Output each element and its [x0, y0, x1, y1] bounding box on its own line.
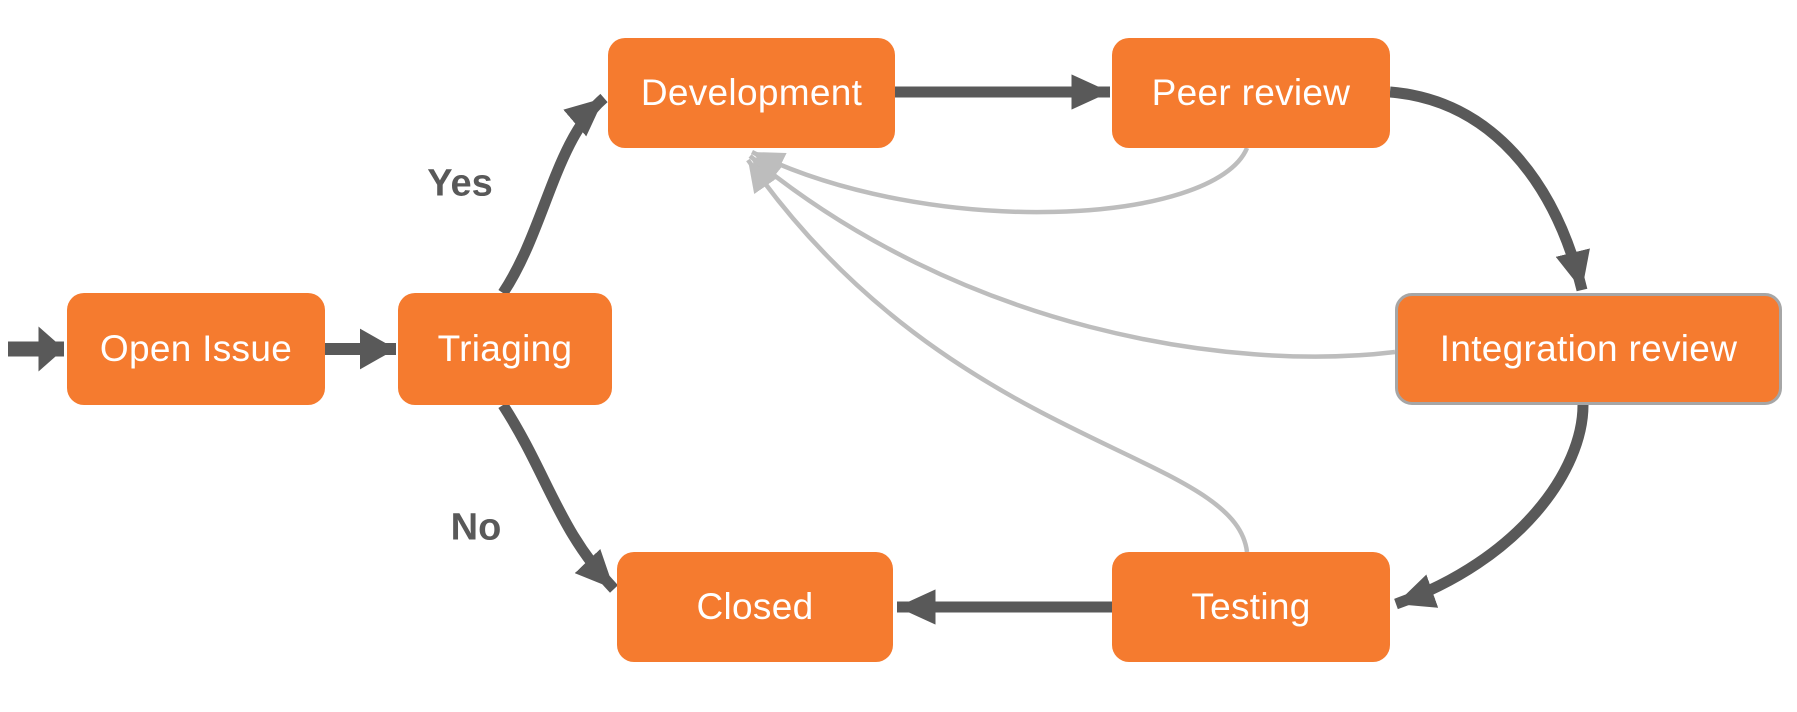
node-triaging: Triaging — [398, 293, 612, 405]
edge-label-yes: Yes — [427, 162, 493, 205]
node-closed: Closed — [617, 552, 893, 662]
node-label: Testing — [1191, 586, 1311, 627]
edge-peer-review-to-development — [751, 147, 1250, 215]
edge-testing-to-development — [746, 158, 1250, 553]
node-development: Development — [608, 38, 895, 148]
node-label: Development — [640, 72, 863, 113]
node-integration-review: Integration review — [1395, 293, 1782, 405]
edge-integration-review-to-testing — [1394, 404, 1589, 610]
edge-label-no: No — [450, 506, 502, 549]
node-label: Integration review — [1439, 328, 1738, 369]
edge-integration-review-to-development — [748, 154, 1396, 359]
edge-triaging-to-closed-no — [498, 402, 618, 593]
node-label: Peer review — [1151, 72, 1351, 113]
node-label: Closed — [696, 586, 814, 627]
edge-triaging-to-development-yes — [498, 93, 608, 297]
node-open-issue: Open Issue — [67, 293, 325, 405]
node-testing: Testing — [1112, 552, 1390, 662]
node-label: Open Issue — [99, 328, 293, 369]
edge-peer-review-to-integration-review — [1389, 86, 1590, 292]
node-peer-review: Peer review — [1112, 38, 1390, 148]
node-label: Triaging — [437, 328, 573, 369]
